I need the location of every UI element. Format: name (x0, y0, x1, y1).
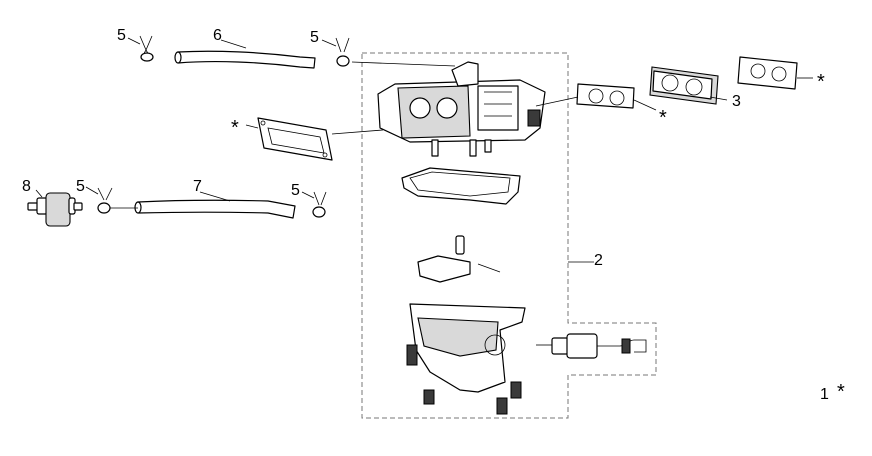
outer-gasket-icon (737, 56, 798, 90)
callout-clip-d: 5 (291, 182, 300, 199)
hose-clamp-c (97, 187, 113, 214)
star-marker-right-gasket: * (659, 107, 667, 129)
star-marker-outer-gasket: * (817, 71, 825, 93)
callout-filter: 8 (22, 178, 31, 195)
star-marker-left-gasket: * (231, 117, 239, 139)
spacer-plate-icon (649, 66, 719, 105)
right-gasket-icon (576, 83, 635, 109)
bowl-gasket-icon (401, 167, 521, 205)
callout-hose-upper: 6 (213, 27, 222, 44)
hose-clamp-d (312, 191, 327, 218)
callout-carb-assembly: 2 (594, 252, 603, 269)
carburetor-icon (377, 61, 546, 157)
left-gasket-icon (257, 117, 333, 161)
upper-fuel-hose (174, 50, 316, 69)
callout-hose-lower: 7 (193, 178, 202, 195)
lower-fuel-hose (134, 199, 296, 219)
float-icon (417, 235, 501, 283)
float-bowl-icon (406, 303, 526, 415)
fuel-solenoid-icon (536, 333, 647, 359)
hose-clamp-a (139, 35, 154, 62)
callout-clip-c: 5 (76, 178, 85, 195)
star-marker-kit: * (837, 381, 845, 403)
fuel-filter-icon (27, 192, 83, 227)
assembly-boundary (361, 52, 657, 419)
callout-gasket-stack: 3 (732, 93, 741, 110)
callout-clip-b: 5 (310, 29, 319, 46)
callout-kit-number: 1 (820, 386, 829, 403)
leader-lines (35, 37, 813, 263)
callout-clip-a: 5 (117, 27, 126, 44)
hose-clamp-b (335, 37, 350, 67)
